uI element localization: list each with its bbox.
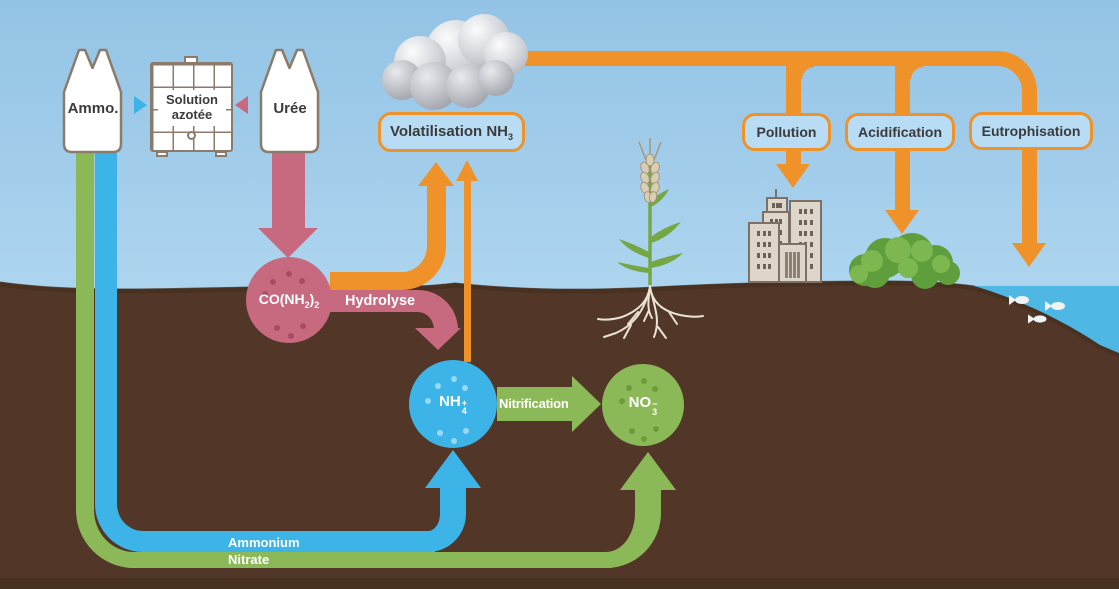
uree-to-solution-arrow-icon xyxy=(235,96,248,114)
urea-molecule-dots xyxy=(286,271,292,277)
volatilisation-label-box: Volatilisation NH3 xyxy=(378,112,525,152)
nitrate-molecule-circle: NO−3 xyxy=(602,364,684,446)
acidification-arrowhead xyxy=(885,210,919,234)
wheat-plant-icon xyxy=(597,138,704,339)
antenna xyxy=(775,189,777,199)
eutrophisation-arrowhead xyxy=(1012,243,1046,267)
branch-fillet-acidification xyxy=(910,66,923,79)
eutrophisation-label-box: Eutrophisation xyxy=(969,112,1093,150)
pollution-label: Pollution xyxy=(756,124,817,140)
volatilisation-elbow-horizontal xyxy=(330,272,395,290)
ibc-valve xyxy=(187,131,196,140)
bush-icon xyxy=(849,233,960,289)
cloud-icon xyxy=(380,8,530,110)
building-penthouse xyxy=(766,197,788,213)
nitrate-pipe-horizontal xyxy=(130,552,612,568)
volatilisation-label: Volatilisation NH3 xyxy=(389,122,514,142)
building-front xyxy=(778,243,807,283)
nitrate-pipe-vertical xyxy=(76,150,94,505)
volatilisation-arrowhead xyxy=(418,162,454,186)
urea-molecule-circle: CO(NH2)2 xyxy=(246,257,332,343)
ammonium-pipe-riser xyxy=(440,485,466,497)
fish-icon xyxy=(1009,295,1065,324)
acidification-label: Acidification xyxy=(857,124,942,140)
pollution-arrowhead xyxy=(776,164,810,188)
nitrification-arrowhead xyxy=(572,376,601,432)
ammonium-formula: NH+4 xyxy=(439,393,467,416)
ammonium-flow-label: Ammonium xyxy=(228,535,300,550)
uree-arrow-shaft xyxy=(272,152,305,228)
volatilisation-thin-arrowhead xyxy=(456,160,478,181)
ibc-foot-right xyxy=(215,151,227,157)
ibc-label-plate xyxy=(158,90,226,126)
uree-arrowhead xyxy=(258,228,318,258)
nitrification-arrow-shaft xyxy=(497,387,573,421)
ammo-bag-icon xyxy=(62,48,123,154)
nitrification-label: Nitrification xyxy=(499,396,569,411)
nitrate-flow-label: Nitrate xyxy=(228,552,270,567)
soil-bottom-band xyxy=(0,578,1119,589)
volatilisation-thin-line xyxy=(464,180,471,362)
urea-formula: CO(NH2)2 xyxy=(258,290,320,310)
ammo-to-solution-arrow-icon xyxy=(134,96,147,114)
ibc-foot-left xyxy=(156,151,168,157)
eutrophisation-label: Eutrophisation xyxy=(981,123,1081,139)
volatilisation-arrow-shaft xyxy=(427,184,446,236)
uree-bag-label: Urée xyxy=(273,99,307,117)
pollution-label-box: Pollution xyxy=(742,113,831,151)
ammonium-pipe-vertical xyxy=(95,150,117,500)
ammonium-arrowhead xyxy=(425,450,481,488)
solution-azotee-label: Solution azotée xyxy=(166,92,218,122)
uree-bag-icon xyxy=(259,48,320,154)
water-shape xyxy=(974,286,1119,353)
ammonium-pipe-horizontal xyxy=(150,531,435,552)
soil-edge-line xyxy=(0,280,1119,358)
branch-fillet-pollution xyxy=(801,66,814,79)
building-right xyxy=(789,200,822,283)
nitrate-formula: NO−3 xyxy=(628,394,658,417)
hydrolyse-label: Hydrolyse xyxy=(345,293,416,309)
soil-shape xyxy=(0,281,1119,589)
ammonium-molecule-dots xyxy=(451,376,457,382)
ammonium-molecule-circle: NH+4 xyxy=(409,360,497,448)
roots-icon xyxy=(597,286,704,339)
acidification-label-box: Acidification xyxy=(845,113,955,151)
nitrate-molecule-dots xyxy=(641,378,647,384)
building-left xyxy=(748,222,780,283)
hydrolyse-arrowhead xyxy=(415,328,461,350)
emission-main-line xyxy=(505,51,995,66)
nitrate-pipe-riser xyxy=(635,488,661,505)
ammo-bag-label: Ammo. xyxy=(67,99,119,117)
nitrate-arrowhead xyxy=(620,452,676,490)
hydrolyse-arrow-band xyxy=(330,290,418,312)
